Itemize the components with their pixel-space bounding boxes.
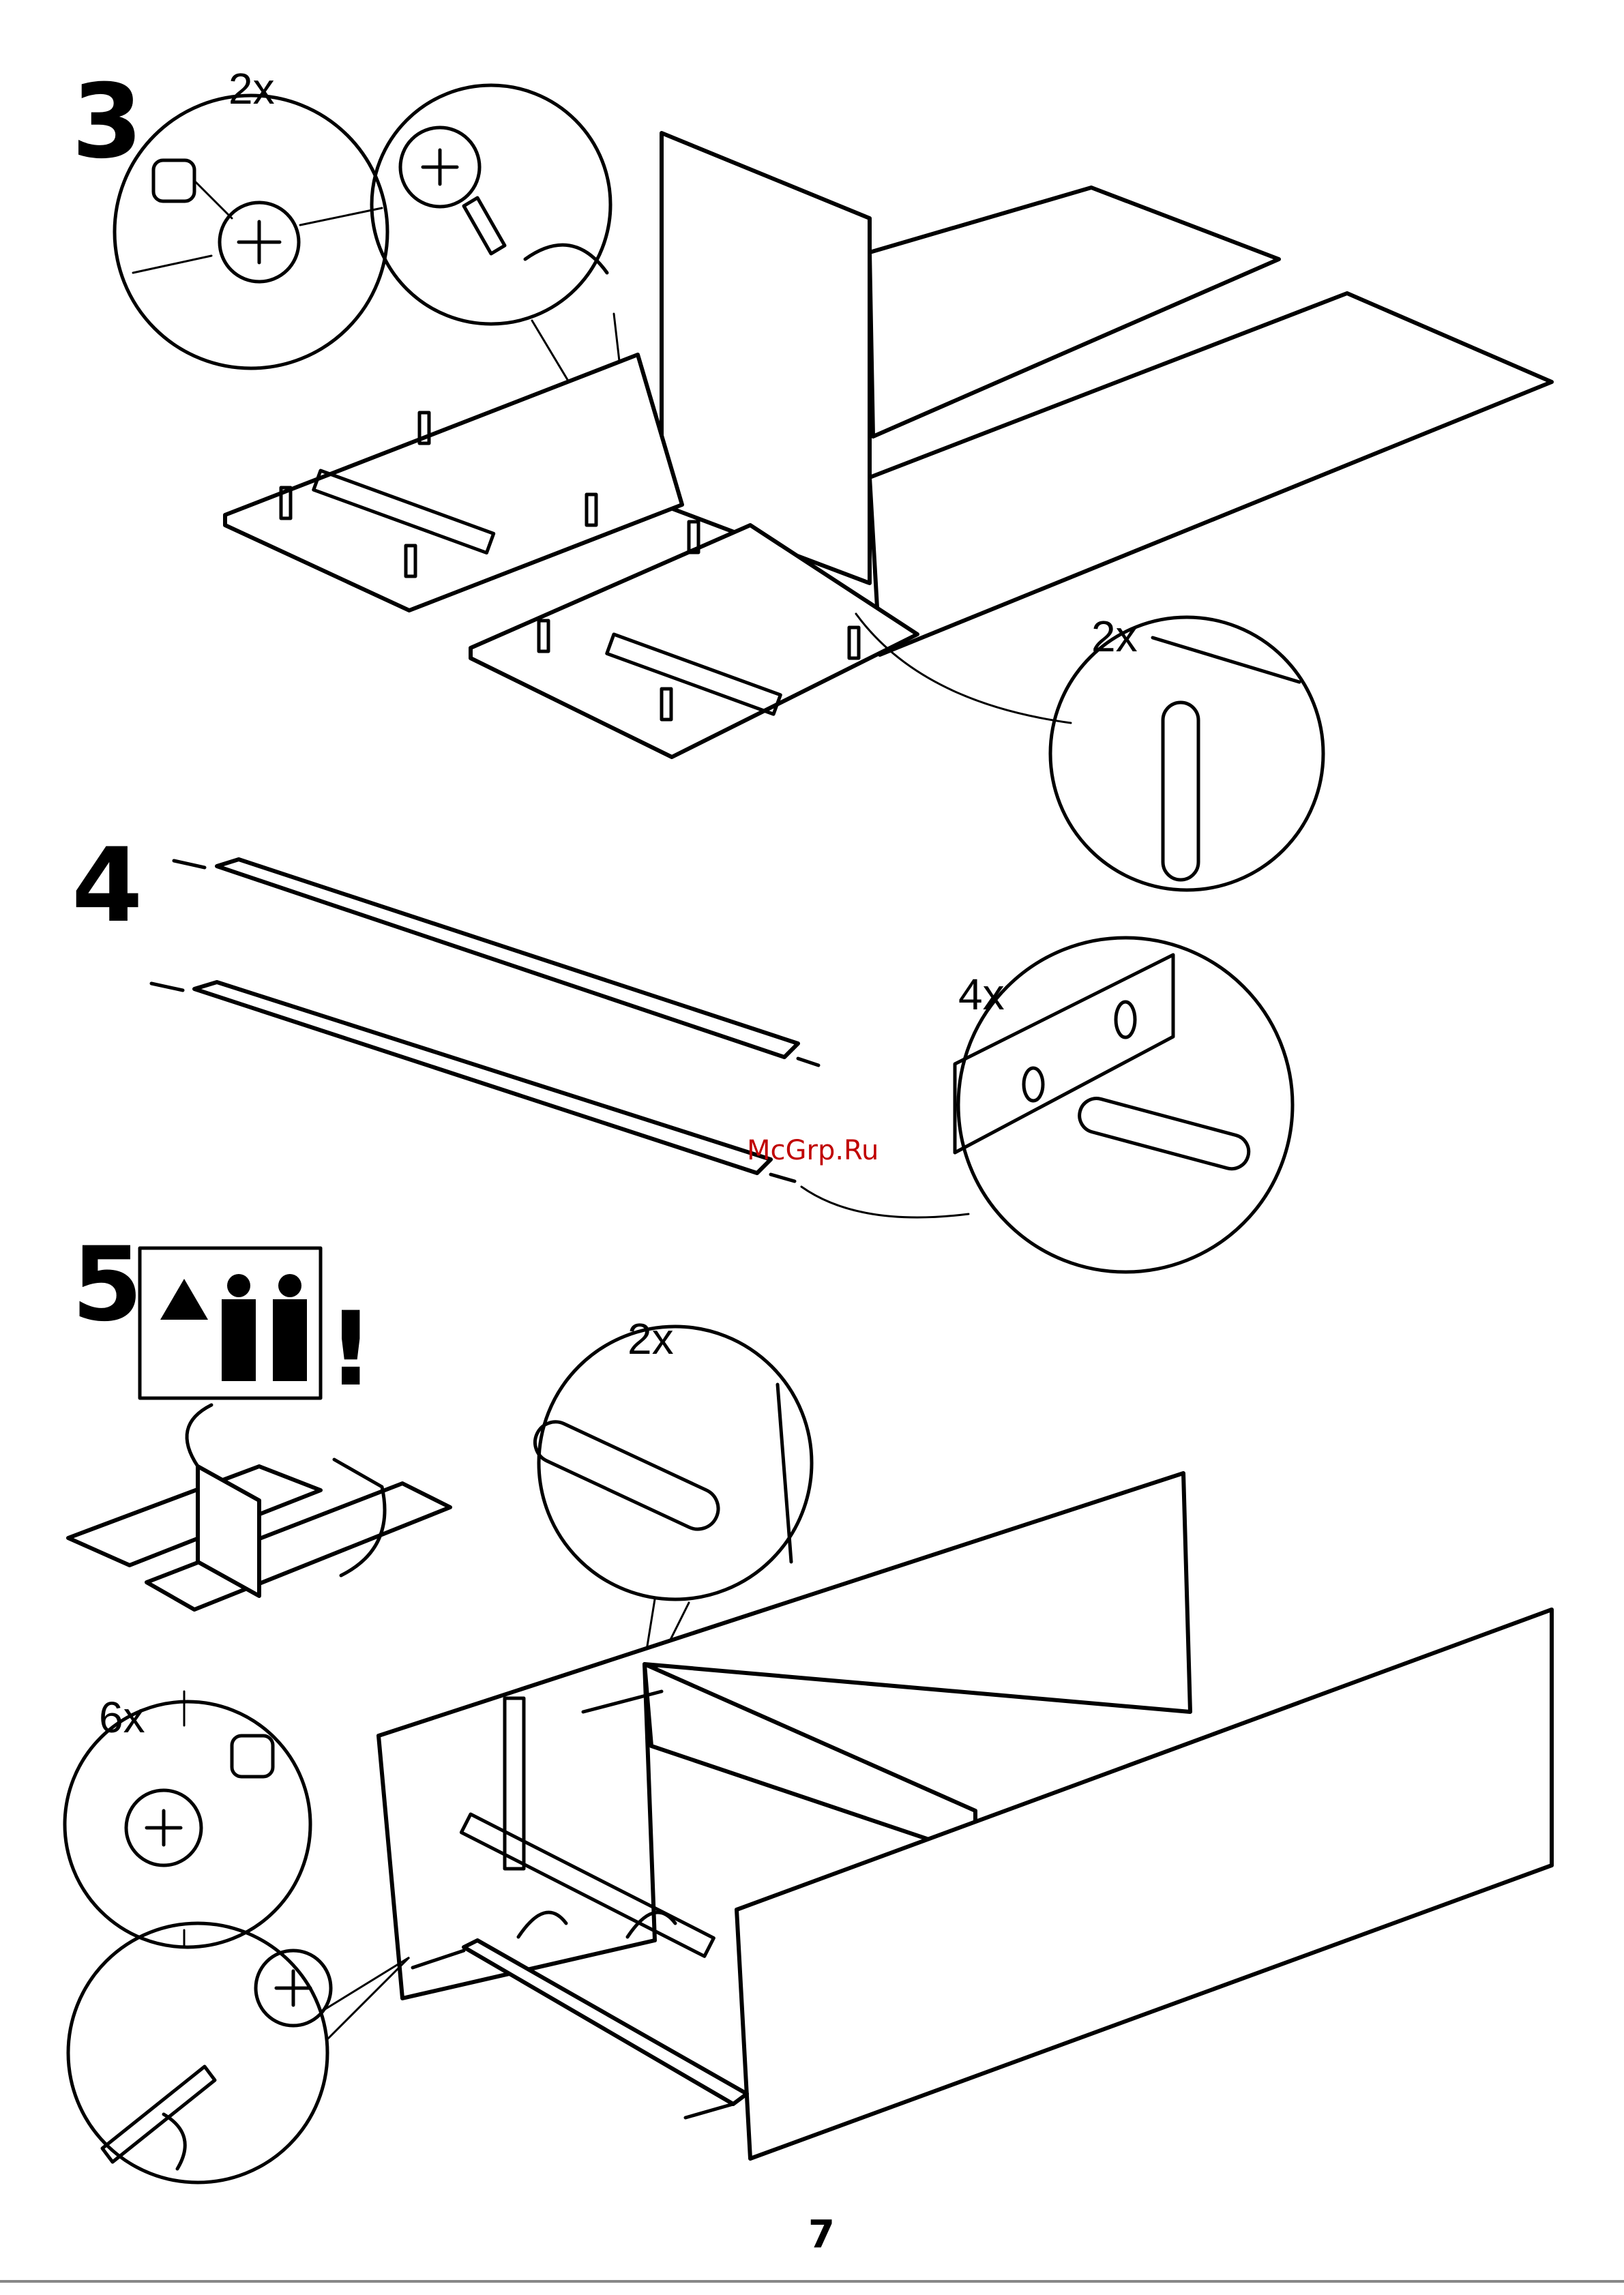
dowel-pin [798, 1058, 818, 1065]
insert-dowel-callout: 4x [801, 938, 1293, 1272]
dowel-icon [529, 1415, 725, 1536]
quantity-label: 4x [958, 970, 1005, 1019]
flip-cabinet-diagram [68, 1405, 450, 1610]
quantity-label: 2x [228, 64, 275, 113]
exclamation-mark: ! [327, 1290, 374, 1409]
dowel-callout: 2x [856, 612, 1323, 890]
bottom-rail [464, 1940, 747, 2104]
dowel-pin [151, 983, 183, 990]
dowel-pin [174, 861, 205, 868]
step-number: 5 [72, 1226, 143, 1344]
rotate-arrow-icon [187, 1405, 211, 1466]
dowel-pin [771, 1174, 795, 1181]
screwdriver-icon [400, 128, 607, 273]
screwdriver-callout [68, 1923, 409, 2182]
quantity-label: 2x [1091, 612, 1138, 661]
step-3: 3 2x [72, 63, 1552, 890]
watermark: McGrp.Ru [747, 1135, 879, 1166]
side-panel [645, 1664, 975, 1855]
back-board-1 [225, 355, 682, 610]
cam-lock-callout: 2x [115, 64, 387, 368]
page-number: 7 [808, 2212, 835, 2257]
quantity-label: 2x [628, 1314, 674, 1363]
two-people-icon [222, 1274, 307, 1381]
cam-lock-callout: 6x [65, 1691, 310, 1947]
step-number: 4 [72, 827, 143, 945]
step-5: 5 ! 2x [65, 1226, 1552, 2182]
drawer-cabinet [379, 1473, 1552, 2159]
two-person-warning: ! [140, 1248, 374, 1409]
rail-upper [217, 859, 798, 1057]
dowel-icon [1163, 702, 1198, 880]
step-4: 4 4x [72, 827, 1293, 1272]
warning-triangle-icon [160, 1279, 208, 1320]
dowel-icon [1076, 1095, 1252, 1172]
side-panel [662, 133, 870, 583]
cam-lock-icon [126, 1736, 273, 1865]
quantity-label: 6x [99, 1693, 145, 1742]
dowel-pin [685, 2104, 733, 2118]
